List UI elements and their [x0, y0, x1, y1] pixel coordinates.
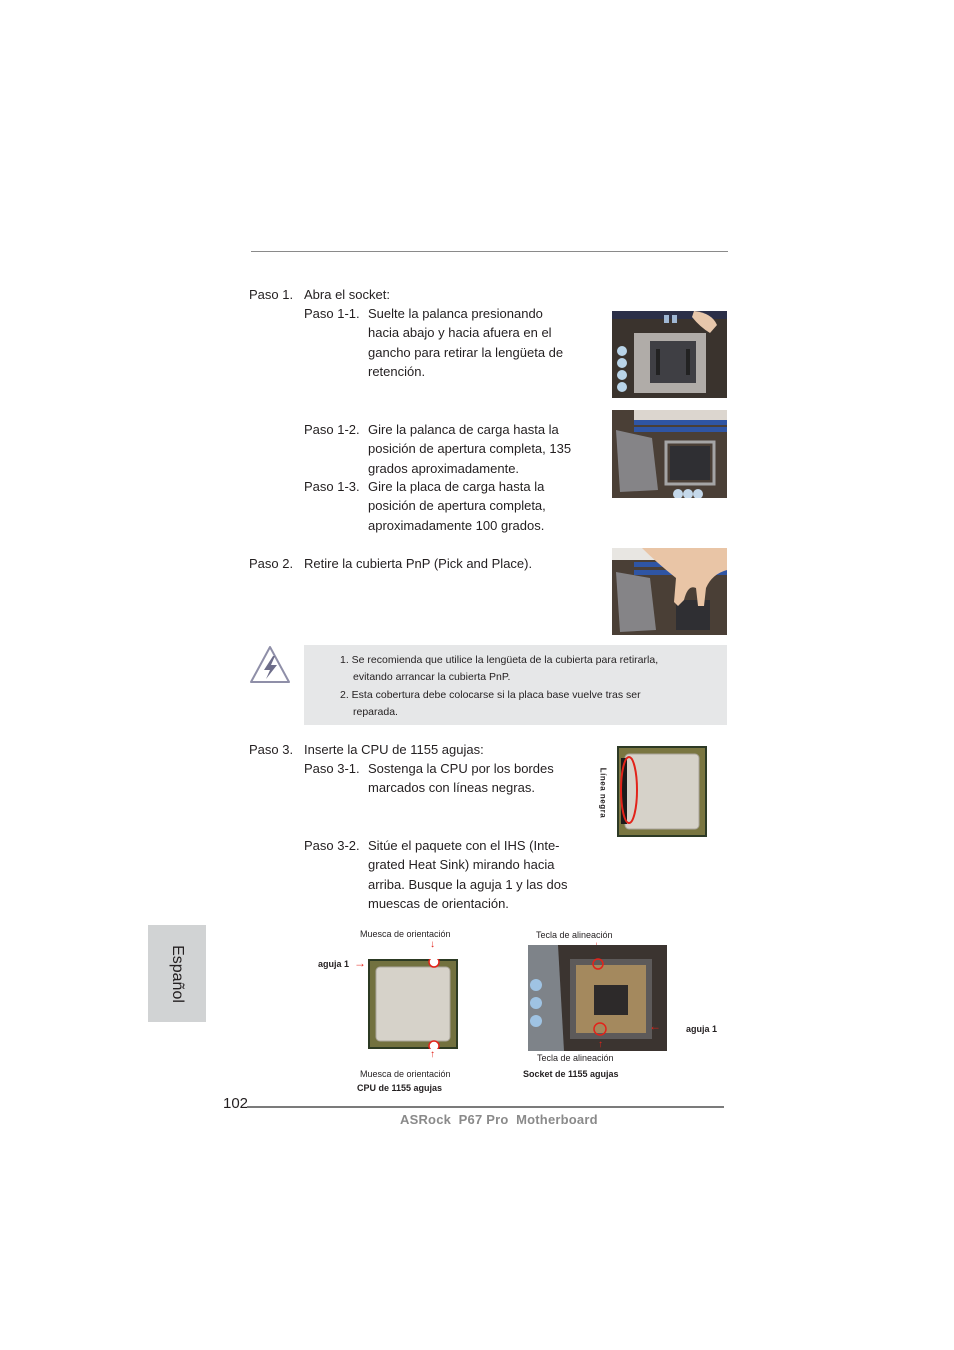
warning-lightning-icon — [249, 645, 291, 685]
arrow-down-icon: ↓ — [430, 939, 435, 950]
socket-pin1-label: aguja 1 — [686, 1024, 718, 1034]
step1-3-label: Paso 1-3. — [304, 479, 360, 494]
socket-key-top-label: Tecla de alineación — [536, 930, 613, 940]
step1-2-text: Gire la palanca de carga hasta la posici… — [368, 422, 572, 476]
photo-remove-pnp-cap — [612, 548, 727, 635]
step1-text: Abra el socket: — [304, 287, 390, 302]
arrow-right-icon: → — [354, 956, 366, 970]
arrow-up-icon: ↑ — [430, 1049, 435, 1060]
step3-label: Paso 3. — [249, 742, 294, 757]
arrow-up-icon: ↑ — [598, 1039, 603, 1050]
photo-socket-1155 — [528, 945, 667, 1051]
socket-key-bottom-label: Tecla de alineación — [537, 1053, 614, 1063]
note-item-1-line-1: 1. Se recomienda que utilice la lengüeta… — [340, 654, 659, 666]
cpu-notch-top-label: Muesca de orientación — [360, 929, 451, 939]
socket-caption: Socket de 1155 agujas — [523, 1069, 619, 1079]
step2-label: Paso 2. — [249, 556, 294, 571]
footer-title: ASRock P67 Pro Motherboard — [400, 1112, 598, 1127]
page-number: 102 — [223, 1095, 249, 1112]
note-list: 1. Se recomienda que utilice la lengüeta… — [340, 652, 658, 721]
step1-label: Paso 1. — [249, 287, 294, 302]
header-rule — [251, 251, 728, 252]
photo-cpu-1155 — [368, 956, 458, 1052]
step1-3-text: Gire la placa de carga hasta la posición… — [368, 479, 546, 533]
language-tab: Español — [148, 925, 206, 1022]
step3-text: Inserte la CPU de 1155 agujas: — [304, 742, 484, 757]
cpu-pin1-label: aguja 1 — [318, 959, 350, 969]
step1-1-label: Paso 1-1. — [304, 306, 360, 321]
note-item-2-line-1: 2. Esta cobertura debe colocarse si la p… — [340, 688, 641, 701]
arrow-left-icon: ← — [649, 1019, 661, 1033]
step1-2-label: Paso 1-2. — [304, 422, 360, 437]
black-line-label: Línea negra — [598, 767, 608, 819]
photo-release-lever — [612, 311, 727, 398]
note-box — [304, 645, 727, 725]
cpu-caption: CPU de 1155 agujas — [357, 1083, 443, 1093]
photo-cpu-black-line — [617, 746, 707, 837]
step1-1-text: Suelte la palanca presionando hacia abaj… — [368, 306, 564, 379]
step3-1-text: Sostenga la CPU por los bordes marcados … — [368, 761, 554, 796]
note-item-1-line-2: evitando arrancar la cubierta PnP. — [353, 671, 511, 684]
step3-2-label: Paso 3-2. — [304, 838, 360, 853]
black-line-label-container: Línea negra — [596, 763, 610, 823]
footer-rule — [247, 1106, 724, 1108]
photo-lever-open — [612, 410, 727, 498]
language-tab-label: Español — [169, 944, 186, 1003]
cpu-notch-bottom-label: Muesca de orientación — [360, 1069, 451, 1079]
note-item-2-line-2: reparada. — [353, 705, 398, 718]
step3-2-text: Sitúe el paquete con el IHS (Inte- grate… — [368, 838, 568, 911]
step2-text: Retire la cubierta PnP (Pick and Place). — [304, 556, 533, 571]
step3-1-label: Paso 3-1. — [304, 761, 360, 776]
